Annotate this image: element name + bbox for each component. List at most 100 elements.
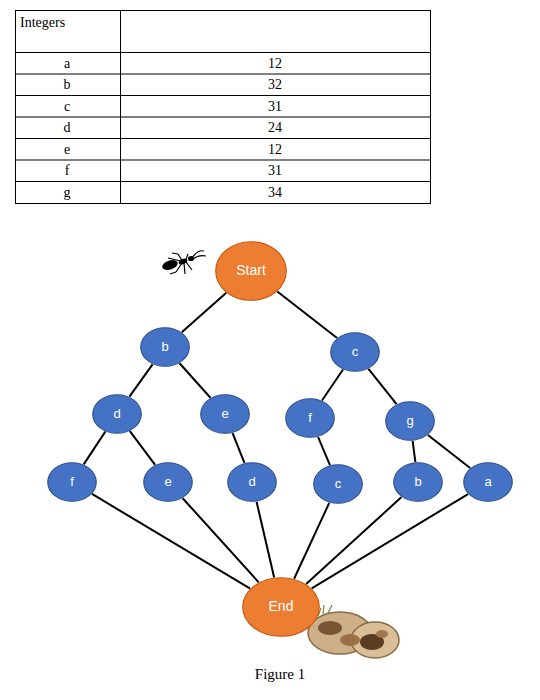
node-ellipse (286, 399, 335, 438)
node-label: f (70, 475, 74, 489)
table-rule (16, 95, 431, 96)
snake-patch (376, 630, 388, 638)
tree-edge (306, 497, 401, 584)
ant-leg (186, 262, 192, 270)
table-cell: a (64, 56, 70, 71)
table-cell: 32 (268, 77, 282, 92)
node-ellipse (93, 395, 142, 434)
node-label: e (164, 475, 171, 489)
tree-node: g (385, 401, 435, 441)
node-text-group: e (221, 407, 228, 421)
node-ellipse (331, 333, 380, 372)
tree-edge (182, 293, 227, 332)
table-cell: Integers (20, 15, 65, 30)
end-node: End (242, 577, 320, 637)
node-ellipse (386, 402, 435, 441)
node-label: c (335, 477, 342, 491)
node-label: c (352, 345, 359, 359)
tree-node: c (313, 464, 363, 504)
tree-edge (180, 363, 211, 397)
tree-node: d (92, 394, 142, 434)
tree-node: f (47, 462, 97, 502)
node-ellipse (243, 578, 320, 637)
tree-node: d (227, 462, 277, 502)
table-cell: 12 (268, 142, 282, 157)
tree-node: b (393, 462, 443, 502)
node-label: a (484, 475, 491, 489)
table-cell: b (64, 77, 71, 92)
ant-thorax (178, 258, 188, 266)
snake-hole-illustration (308, 605, 399, 658)
table-cell: 31 (268, 163, 282, 178)
ant-leg (170, 272, 176, 274)
tree-edge (312, 494, 468, 588)
ant-head (188, 256, 194, 261)
node-text-group: c (335, 477, 342, 491)
tree-edge (257, 502, 275, 578)
node-label: d (113, 407, 120, 421)
grass-tuft (318, 605, 332, 616)
table-cell: g (64, 185, 71, 200)
tree-edge (368, 369, 396, 404)
node-text-group: g (406, 414, 413, 428)
tree-node: c (330, 332, 380, 372)
node-text-group: d (113, 407, 120, 421)
node-ellipse (141, 328, 190, 367)
table-cell: 12 (268, 56, 282, 71)
table-cell: c (64, 99, 70, 114)
table-rule (16, 160, 431, 161)
ant-leg (172, 253, 178, 254)
tree-edge (84, 432, 106, 465)
tree-edge (129, 364, 152, 396)
table-rule (16, 181, 431, 182)
tree-edge (130, 431, 155, 465)
node-text-group: d (248, 475, 255, 489)
table-border (16, 11, 431, 204)
node-text-group: b (414, 475, 421, 489)
tree-node: e (143, 462, 193, 502)
tree-edge (183, 498, 259, 582)
node-text-group: f (308, 411, 312, 425)
node-label: d (248, 475, 255, 489)
node-text-group: Start (236, 263, 266, 278)
table-rule (120, 11, 121, 204)
snake-patch (318, 621, 342, 635)
table-cell: 24 (268, 120, 282, 135)
table-cell: f (65, 163, 70, 178)
ant-illustration (161, 251, 206, 274)
node-text-group: f (70, 475, 74, 489)
node-ellipse (144, 463, 193, 502)
node-text-group: e (164, 475, 171, 489)
node-ellipse (228, 463, 277, 502)
table-cell: 31 (268, 99, 282, 114)
node-label: e (221, 407, 228, 421)
figure-caption: Figure 1 (255, 666, 305, 683)
node-text-group: End (269, 599, 294, 614)
table-cell: e (64, 142, 70, 157)
tree-node: f (285, 398, 335, 438)
tree-edge (277, 291, 337, 338)
node-ellipse (394, 463, 443, 502)
table-rule (16, 74, 431, 75)
node-ellipse (464, 463, 513, 502)
node-label: End (269, 599, 294, 614)
start-node: Start (215, 241, 287, 301)
node-ellipse (216, 242, 287, 301)
table-cell: 34 (268, 185, 282, 200)
tree-edge (233, 433, 245, 463)
ant-abdomen (161, 258, 179, 272)
table-rule (16, 117, 431, 118)
node-ellipse (314, 465, 363, 504)
table-rule (16, 138, 431, 139)
tree-edge (322, 370, 343, 401)
tree-node: b (140, 327, 190, 367)
ant-antenna (193, 255, 206, 259)
node-text-group: a (484, 475, 491, 489)
table-rule (16, 52, 431, 53)
ant-antenna (192, 251, 204, 258)
tree-edge (318, 437, 330, 465)
node-label: f (308, 411, 312, 425)
tree-edge (92, 494, 250, 589)
node-label: b (161, 340, 168, 354)
ant-leg (184, 263, 185, 274)
